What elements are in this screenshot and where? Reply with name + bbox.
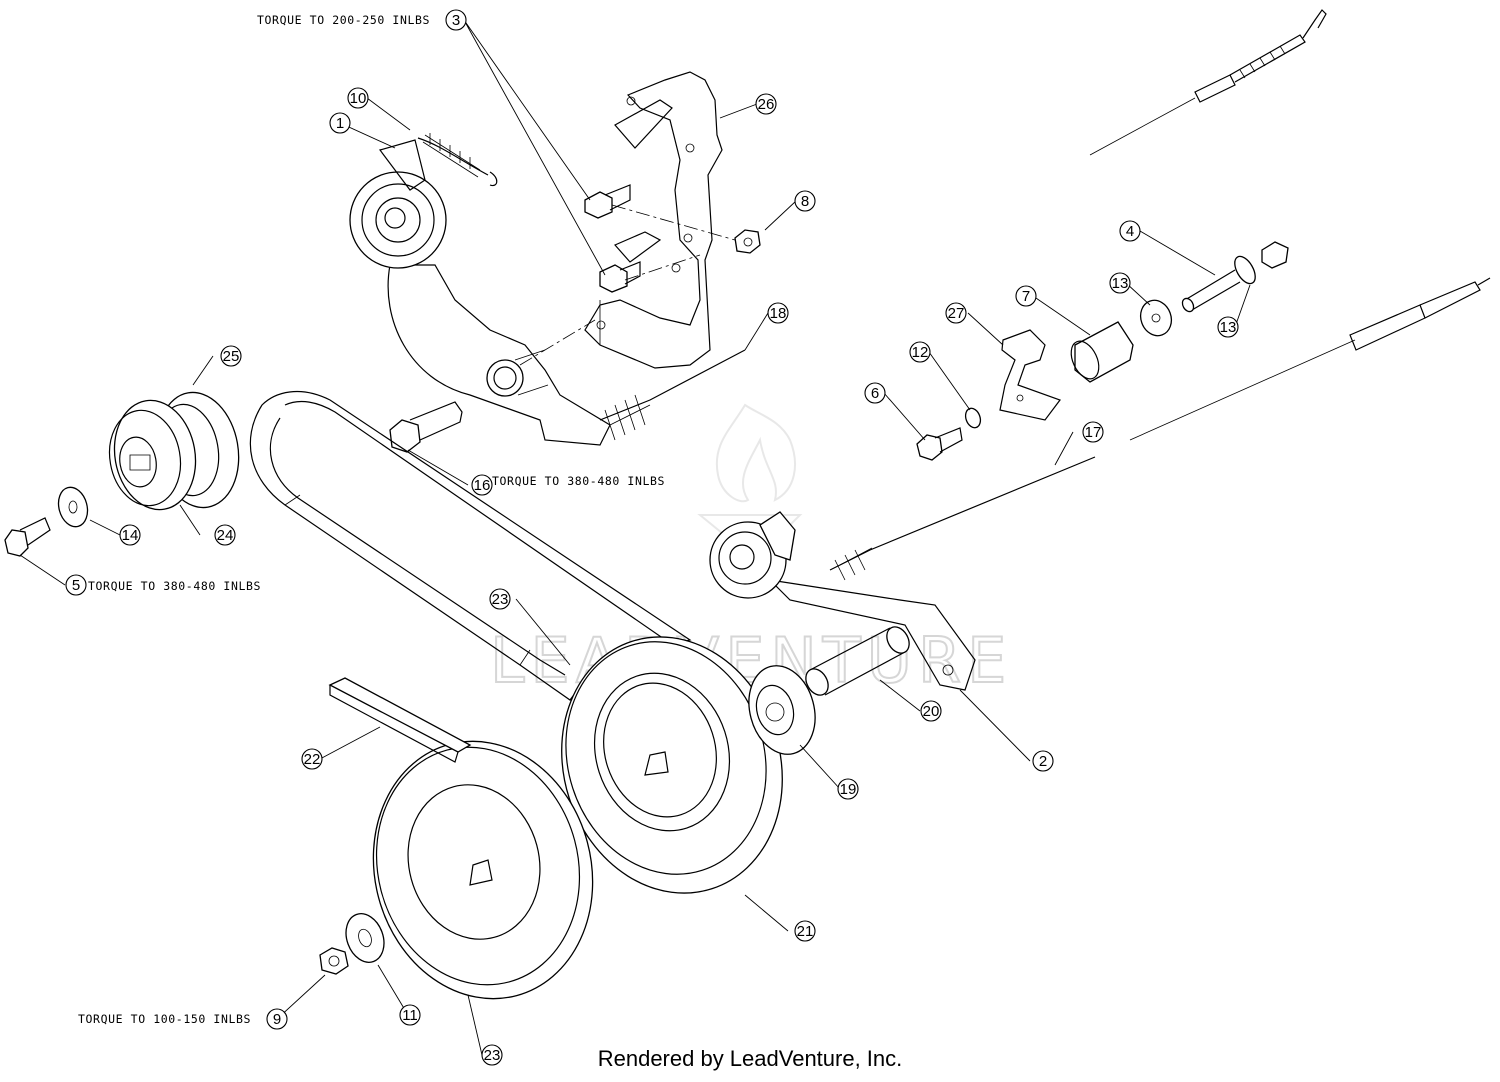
callout-label: 20	[923, 703, 940, 720]
spring-part	[417, 133, 498, 187]
callout-12: 12	[909, 341, 931, 363]
callout-23: 23	[481, 1044, 503, 1066]
control-cable-part	[1089, 9, 1327, 156]
bolt-part	[389, 401, 463, 453]
callout-label: 5	[72, 577, 80, 594]
callout-label: 22	[304, 751, 321, 768]
pulley-part	[108, 391, 240, 511]
spring-part	[599, 349, 746, 441]
drive-belt-part	[249, 391, 692, 701]
callout-13: 13	[1109, 272, 1131, 294]
idler-arm-part	[349, 139, 611, 446]
callout-18: 18	[767, 302, 789, 324]
callout-27: 27	[945, 302, 967, 324]
shoulder-bolt-part	[1181, 241, 1289, 313]
bolt-part	[916, 427, 963, 461]
callout-label: 11	[402, 1007, 418, 1024]
spring-part	[829, 456, 1096, 581]
callout-label: 13	[1112, 275, 1129, 292]
callout-label: 1	[336, 115, 344, 132]
torque-note-16: TORQUE TO 380-480 INLBS	[492, 474, 665, 488]
callout-label: 27	[948, 305, 965, 322]
credit-text: Rendered by LeadVenture, Inc.	[598, 1046, 903, 1071]
callout-label: 4	[1126, 223, 1134, 240]
bracket-part	[584, 71, 723, 369]
bushing-part	[1070, 321, 1134, 383]
hub-part	[748, 665, 816, 755]
callout-label: 23	[484, 1047, 501, 1064]
callout-11: 11	[399, 1004, 421, 1026]
callout-label: 9	[273, 1011, 281, 1028]
callout-7: 7	[1015, 285, 1037, 307]
washer-part	[345, 913, 385, 963]
callout-label: 23	[492, 591, 509, 608]
callout-4: 4	[1119, 220, 1141, 242]
callout-21: 21	[794, 920, 816, 942]
callout-label: 7	[1022, 288, 1030, 305]
nut-part	[319, 947, 349, 975]
callout-label: 16	[474, 477, 491, 494]
torque-note-9: TORQUE TO 100-150 INLBS	[78, 1012, 251, 1026]
callout-label: 6	[871, 385, 879, 402]
callout-label: 18	[770, 305, 787, 322]
key-part	[328, 677, 472, 763]
callout-label: 26	[758, 96, 775, 113]
alignment-lines	[519, 204, 736, 366]
callout-26: 26	[755, 93, 777, 115]
lock-washer-part	[964, 407, 982, 429]
callout-16: 16	[471, 474, 493, 496]
callout-label: 2	[1039, 753, 1047, 770]
leader-lines	[19, 19, 1251, 1056]
callout-label: 8	[801, 193, 809, 210]
callout-label: 13	[1220, 319, 1237, 336]
callout-23: 23	[489, 588, 511, 610]
callout-3: 3	[445, 9, 467, 31]
callout-25: 25	[220, 345, 242, 367]
nut-part	[734, 229, 761, 254]
washer-part	[57, 486, 89, 528]
torque-note-3: TORQUE TO 200-250 INLBS	[257, 13, 430, 27]
callout-13: 13	[1217, 316, 1239, 338]
callout-2: 2	[1032, 750, 1054, 772]
callout-5: 5	[65, 574, 87, 596]
torque-note-5: TORQUE TO 380-480 INLBS	[88, 579, 261, 593]
callout-14: 14	[119, 524, 141, 546]
callout-8: 8	[794, 190, 816, 212]
washer-part	[1139, 299, 1173, 337]
callout-label: 12	[912, 344, 929, 361]
callout-20: 20	[920, 700, 942, 722]
callout-label: 10	[350, 90, 367, 107]
callout-group: 1234567891011121313141617181920212223232…	[65, 9, 1239, 1066]
callout-9: 9	[266, 1008, 288, 1030]
callout-label: 14	[122, 527, 139, 544]
control-cable-part	[1129, 277, 1491, 441]
callout-label: 19	[840, 781, 857, 798]
callout-1: 1	[329, 112, 351, 134]
callout-label: 24	[217, 527, 234, 544]
bolt-part	[584, 184, 641, 293]
callout-10: 10	[347, 87, 369, 109]
idler-arm-part	[709, 511, 976, 691]
callout-6: 6	[864, 382, 886, 404]
callout-label: 25	[223, 348, 240, 365]
callout-label: 21	[797, 923, 814, 940]
plate-part	[999, 329, 1061, 421]
callout-17: 17	[1082, 421, 1104, 443]
callout-22: 22	[301, 748, 323, 770]
callout-19: 19	[837, 778, 859, 800]
callout-24: 24	[214, 524, 236, 546]
bolt-part	[4, 517, 51, 557]
callout-label: 17	[1085, 424, 1102, 441]
pulley-part	[372, 740, 594, 1000]
callout-label: 3	[452, 12, 460, 29]
tube-part	[805, 626, 910, 696]
